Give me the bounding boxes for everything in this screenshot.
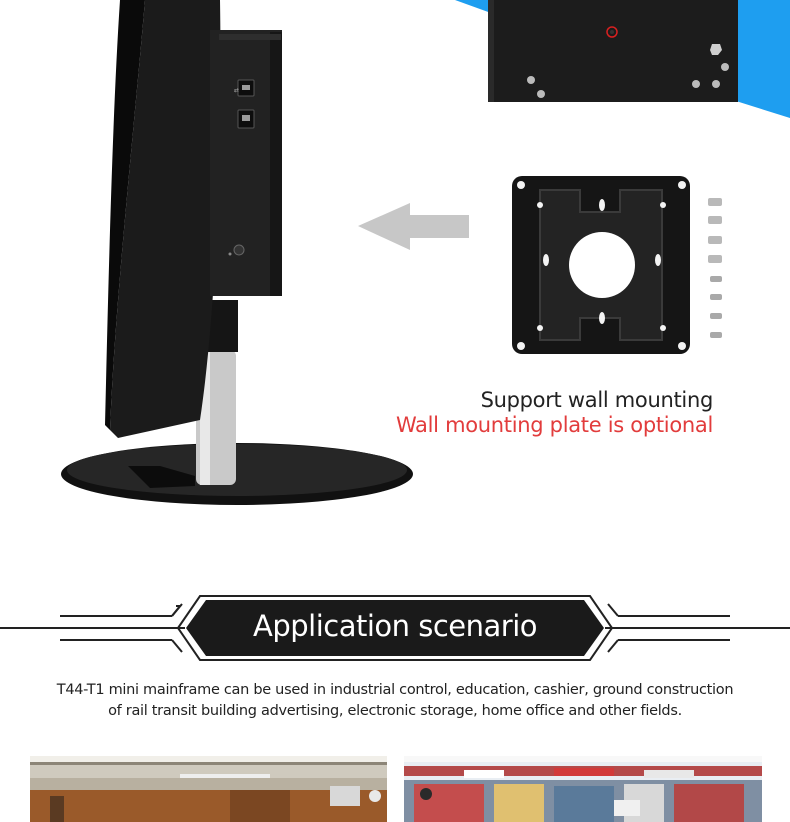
section-banner — [0, 595, 790, 661]
power-button-icon — [228, 244, 245, 256]
usb-port-icon — [237, 109, 255, 129]
photo-office-scene — [30, 756, 387, 822]
mini-pc-bottom-view — [488, 0, 738, 102]
caption-wall-mounting: Support wall mounting — [480, 388, 714, 412]
description-line-1: T44-T1 mini mainframe can be used in ind… — [56, 682, 734, 698]
arrow-left-icon — [358, 203, 469, 250]
section-description: T44-T1 mini mainframe can be used in ind… — [20, 680, 770, 722]
description-line-2: of rail transit building advertising, el… — [108, 703, 682, 719]
monitor-side-view — [61, 0, 413, 505]
product-illustration: ⇄ — [61, 0, 790, 505]
usb-port-icon: ⇄ — [234, 79, 255, 97]
caption-plate-optional: Wall mounting plate is optional — [395, 413, 713, 437]
section-title: Application scenario — [252, 609, 538, 643]
photo-supermarket-scene — [404, 756, 762, 822]
wall-mounting-plate — [512, 176, 690, 354]
screw-icon — [708, 198, 722, 338]
svg-text:⇄: ⇄ — [234, 87, 239, 94]
